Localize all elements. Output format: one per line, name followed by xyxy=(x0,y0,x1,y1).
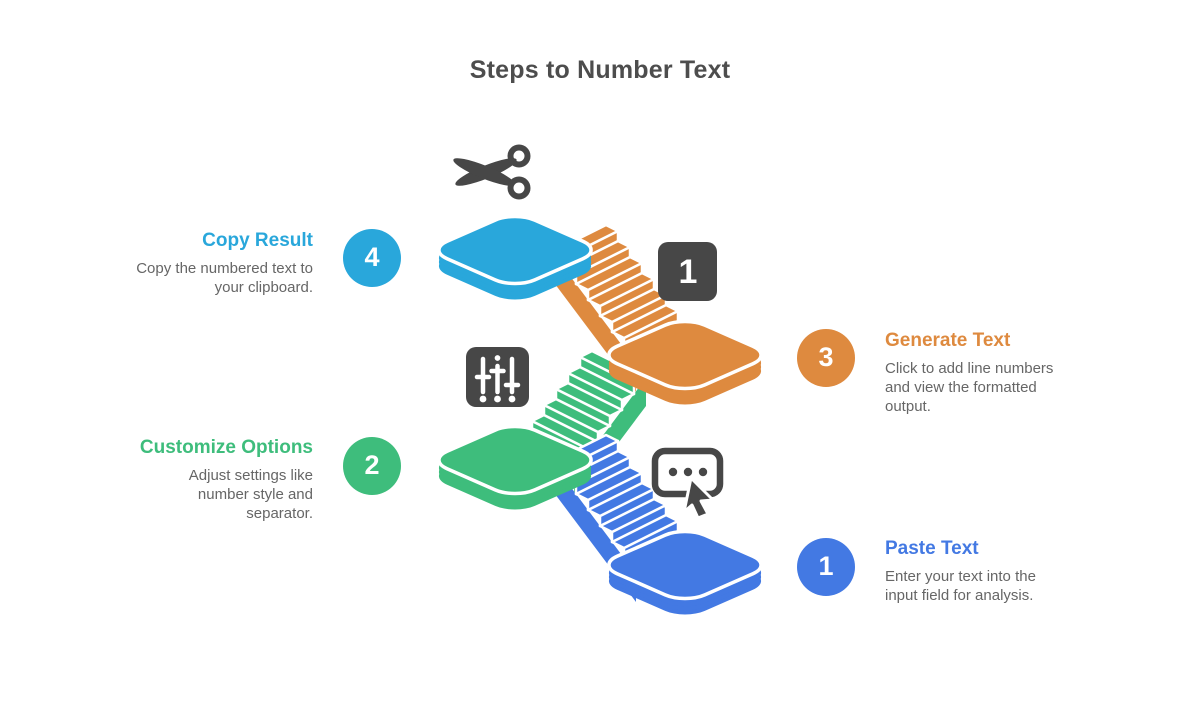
message-cursor-icon xyxy=(651,447,724,520)
step-description: Click to add line numbers and view the f… xyxy=(885,360,1054,415)
step-description: Copy the numbered text to your clipboard… xyxy=(136,260,313,296)
step-title: Generate Text xyxy=(885,330,1011,351)
platform-2-customize-options xyxy=(427,421,602,510)
step-title: Copy Result xyxy=(202,230,313,251)
step-badge-3: 3 xyxy=(797,329,855,387)
step-title: Customize Options xyxy=(139,437,313,458)
platform-1-paste-text xyxy=(597,526,772,615)
keycap-label: 1 xyxy=(679,253,698,291)
platform-layer xyxy=(427,211,772,615)
step-badge-1: 1 xyxy=(797,538,855,596)
step-block-generate-text: Generate Text Click to add line numbers … xyxy=(885,329,1085,416)
step-block-copy-result: Copy Result Copy the numbered text to yo… xyxy=(113,229,313,297)
step-badge-4: 4 xyxy=(343,229,401,287)
scissors-icon xyxy=(453,144,531,200)
step-block-paste-text: Paste Text Enter your text into the inpu… xyxy=(885,537,1085,605)
platform-4-copy-result xyxy=(427,211,602,300)
step-description: Adjust settings like number style and se… xyxy=(188,467,313,522)
keycap-1-icon: 1 xyxy=(658,242,717,301)
step-description: Enter your text into the input field for… xyxy=(885,568,1036,604)
step-block-customize-options: Customize Options Adjust settings like n… xyxy=(113,436,313,523)
platform-3-generate-text xyxy=(597,316,772,405)
step-title: Paste Text xyxy=(885,538,979,559)
page-title: Steps to Number Text xyxy=(469,56,731,84)
step-badge-2: 2 xyxy=(343,437,401,495)
sliders-icon xyxy=(466,347,529,407)
